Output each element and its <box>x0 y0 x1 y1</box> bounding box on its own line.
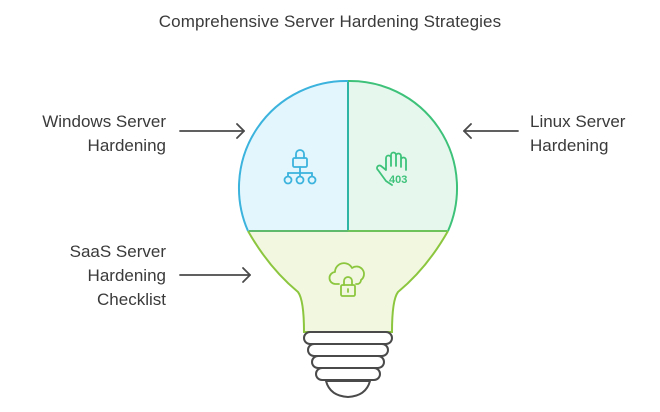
arrow-left-icon <box>463 123 519 139</box>
label-windows-server-hardening: Windows Server Hardening <box>42 110 166 158</box>
base-tip <box>324 380 372 399</box>
label-line: Windows Server <box>42 112 166 131</box>
arrow-right-icon <box>179 123 245 139</box>
label-line: Checklist <box>97 290 166 309</box>
linux-outline <box>347 79 459 232</box>
linux-quadrant <box>348 80 458 231</box>
base-ring-3 <box>311 355 385 369</box>
label-line: Linux Server <box>530 112 626 131</box>
hand-403-icon: 403 <box>376 151 407 186</box>
bulb-base <box>303 331 393 399</box>
diagram-title: Comprehensive Server Hardening Strategie… <box>158 12 502 31</box>
windows-quadrant <box>238 80 348 231</box>
arrow-right-icon <box>179 267 251 283</box>
label-linux-server-hardening: Linux Server Hardening <box>530 110 625 158</box>
arrows <box>179 123 519 283</box>
cloud-lock-icon <box>328 262 365 297</box>
label-line: Hardening <box>530 136 609 155</box>
label-line: Hardening <box>87 136 166 155</box>
label-line: SaaS Server <box>69 242 166 261</box>
base-ring-4 <box>315 367 381 381</box>
error-code-badge: 403 <box>389 174 407 186</box>
windows-outline <box>237 79 349 232</box>
network-lock-icon <box>283 149 317 185</box>
base-ring-1 <box>303 331 393 345</box>
label-line: Hardening <box>87 266 166 285</box>
base-ring-2 <box>307 343 389 357</box>
label-saas-server-hardening-checklist: SaaS Server Hardening Checklist <box>70 240 166 312</box>
